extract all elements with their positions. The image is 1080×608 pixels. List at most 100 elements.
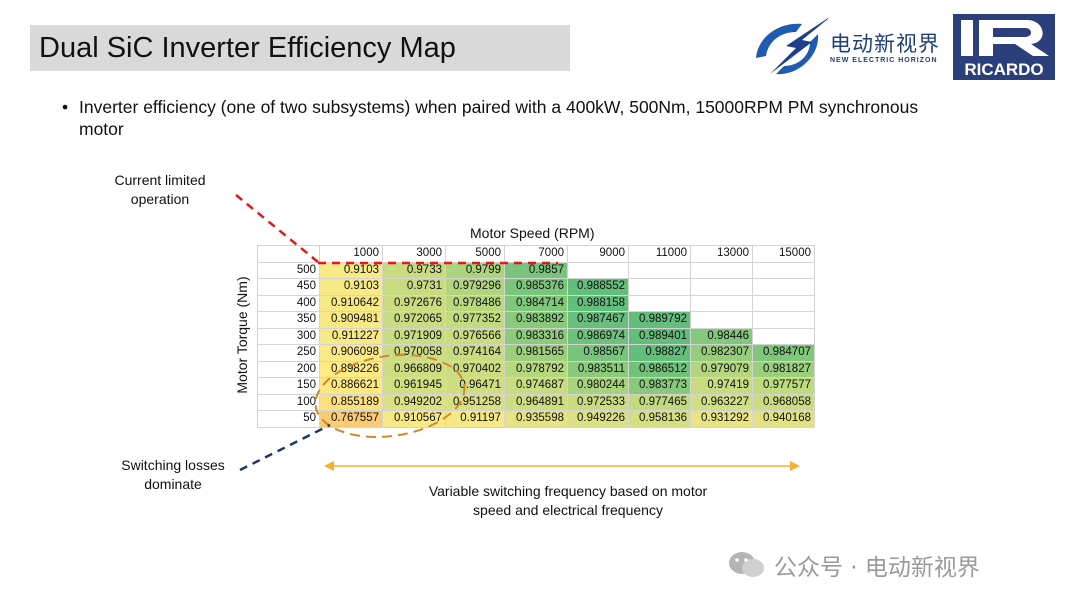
efficiency-cell: 0.974687 — [504, 377, 568, 395]
watermark-text: 公众号 · 电动新视界 — [774, 555, 980, 581]
bullet-text: Inverter efficiency (one of two subsyste… — [79, 97, 919, 139]
efficiency-cell: 0.986512 — [628, 360, 691, 378]
efficiency-cell: 0.977465 — [628, 393, 691, 411]
efficiency-cell: 0.968058 — [752, 393, 815, 411]
frequency-arrow-left-head — [324, 461, 334, 471]
efficiency-cell: 0.985376 — [504, 278, 568, 296]
efficiency-cell: 0.989401 — [628, 327, 691, 345]
efficiency-cell: 0.964891 — [504, 393, 568, 411]
efficiency-cell: 0.987467 — [567, 311, 629, 329]
efficiency-cell — [690, 278, 753, 296]
torque-label: 300 — [257, 327, 320, 345]
efficiency-cell: 0.96471 — [445, 377, 505, 395]
speed-header-row: 1000 3000 5000 7000 9000 11000 13000 150… — [257, 245, 815, 263]
torque-label: 200 — [257, 360, 320, 378]
efficiency-cell: 0.9733 — [382, 261, 446, 279]
lightning-logo-icon — [756, 14, 834, 75]
efficiency-cell: 0.9857 — [504, 261, 568, 279]
torque-axis-title: Motor Torque (Nm) — [234, 276, 250, 394]
efficiency-cell — [628, 261, 691, 279]
torque-label: 350 — [257, 311, 320, 329]
speed-axis-title: Motor Speed (RPM) — [470, 225, 595, 241]
speed-header: 7000 — [504, 245, 568, 263]
efficiency-cell: 0.988158 — [567, 294, 629, 312]
slide-title: Dual SiC Inverter Efficiency Map — [39, 32, 456, 64]
efficiency-cell: 0.972533 — [567, 393, 629, 411]
efficiency-cell: 0.979079 — [690, 360, 753, 378]
efficiency-cell — [752, 294, 815, 312]
ricardo-label: RICARDO — [953, 60, 1055, 80]
wechat-icon — [729, 552, 764, 577]
torque-label: 500 — [257, 261, 320, 279]
efficiency-cell: 0.951258 — [445, 393, 505, 411]
speed-header: 13000 — [690, 245, 753, 263]
efficiency-cell: 0.855189 — [319, 393, 383, 411]
efficiency-cell: 0.949202 — [382, 393, 446, 411]
efficiency-cell: 0.98446 — [690, 327, 753, 345]
corner-cell — [257, 245, 320, 263]
efficiency-cell: 0.767557 — [319, 410, 383, 428]
speed-header: 9000 — [567, 245, 629, 263]
efficiency-cell — [567, 261, 629, 279]
efficiency-cell — [752, 261, 815, 279]
efficiency-cell: 0.979296 — [445, 278, 505, 296]
watermark: 公众号 · 电动新视界 — [728, 548, 980, 582]
efficiency-cell: 0.9799 — [445, 261, 505, 279]
efficiency-cell: 0.984714 — [504, 294, 568, 312]
efficiency-cell: 0.91197 — [445, 410, 505, 428]
partner-logo: 电动新视界 NEW ELECTRIC HORIZON — [750, 12, 950, 80]
title-bar: Dual SiC Inverter Efficiency Map — [30, 25, 570, 71]
frequency-arrow-right-head — [790, 461, 800, 471]
efficiency-cell: 0.981565 — [504, 344, 568, 362]
efficiency-cell: 0.986974 — [567, 327, 629, 345]
efficiency-cell: 0.9103 — [319, 261, 383, 279]
efficiency-cell: 0.983773 — [628, 377, 691, 395]
speed-header: 11000 — [628, 245, 691, 263]
efficiency-cell: 0.981827 — [752, 360, 815, 378]
efficiency-cell: 0.976566 — [445, 327, 505, 345]
efficiency-cell: 0.911227 — [319, 327, 383, 345]
efficiency-cell: 0.983892 — [504, 311, 568, 329]
efficiency-cell: 0.98567 — [567, 344, 629, 362]
efficiency-cell: 0.910642 — [319, 294, 383, 312]
efficiency-cell: 0.983316 — [504, 327, 568, 345]
efficiency-cell: 0.970058 — [382, 344, 446, 362]
ricardo-logo: RICARDO — [953, 14, 1055, 80]
efficiency-cell: 0.97419 — [690, 377, 753, 395]
efficiency-cell: 0.989792 — [628, 311, 691, 329]
efficiency-cell: 0.971909 — [382, 327, 446, 345]
efficiency-cell: 0.977577 — [752, 377, 815, 395]
torque-label: 400 — [257, 294, 320, 312]
efficiency-cell: 0.949226 — [567, 410, 629, 428]
efficiency-table: 1000 3000 5000 7000 9000 11000 13000 150… — [257, 245, 815, 428]
efficiency-cell: 0.982307 — [690, 344, 753, 362]
efficiency-cell: 0.972676 — [382, 294, 446, 312]
efficiency-cell — [752, 278, 815, 296]
efficiency-cell — [752, 311, 815, 329]
efficiency-cell: 0.978792 — [504, 360, 568, 378]
efficiency-cell: 0.898226 — [319, 360, 383, 378]
torque-label: 450 — [257, 278, 320, 296]
speed-header: 15000 — [752, 245, 815, 263]
partner-logo-en: NEW ELECTRIC HORIZON — [830, 57, 938, 64]
torque-label: 100 — [257, 393, 320, 411]
efficiency-cell: 0.972065 — [382, 311, 446, 329]
efficiency-cell: 0.961945 — [382, 377, 446, 395]
speed-header: 5000 — [445, 245, 505, 263]
efficiency-cell: 0.910567 — [382, 410, 446, 428]
efficiency-cell: 0.988552 — [567, 278, 629, 296]
efficiency-cell: 0.970402 — [445, 360, 505, 378]
efficiency-cell: 0.983511 — [567, 360, 629, 378]
efficiency-cell: 0.978486 — [445, 294, 505, 312]
efficiency-cell: 0.98827 — [628, 344, 691, 362]
torque-label: 250 — [257, 344, 320, 362]
efficiency-cell: 0.977352 — [445, 311, 505, 329]
efficiency-cell — [690, 311, 753, 329]
